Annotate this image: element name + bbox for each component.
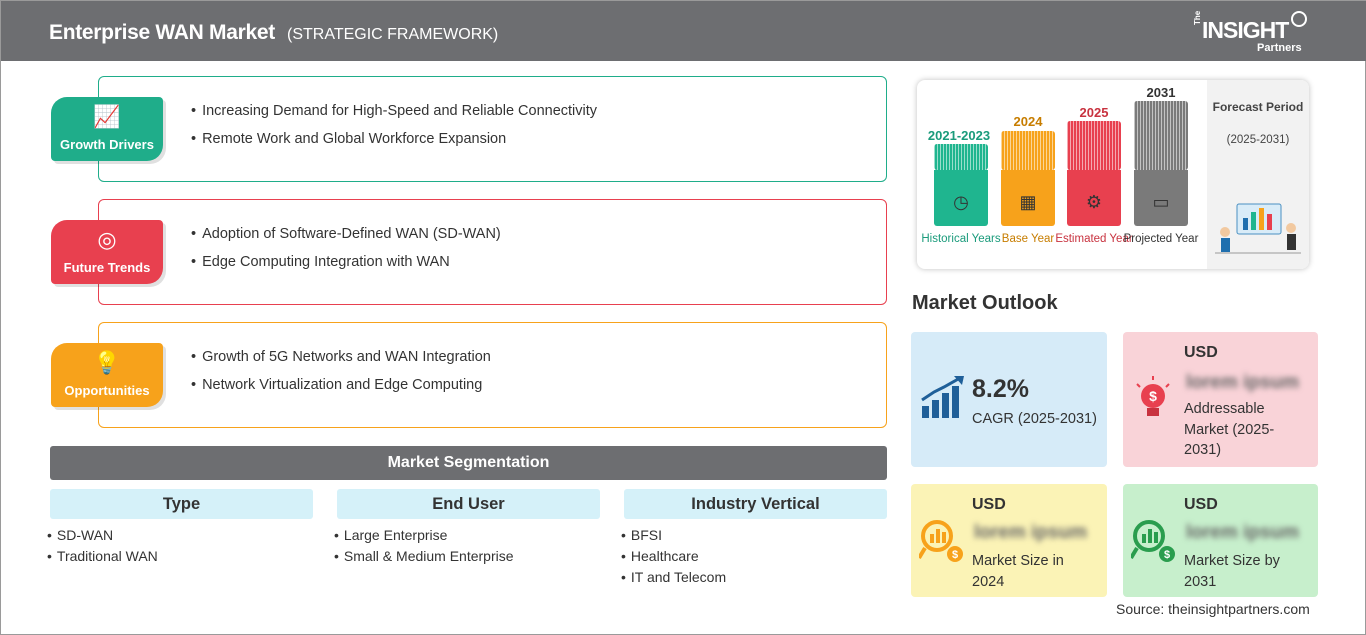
future-trends-card: Adoption of Software-Defined WAN (SD-WAN… — [98, 199, 887, 305]
timeline-caption: Base Year — [1001, 233, 1055, 245]
list-item: Healthcare — [621, 546, 726, 567]
analyst-dashboard-icon — [1215, 203, 1301, 254]
magnifier-coins-icon: $ — [919, 520, 963, 562]
list-item: SD-WAN — [47, 525, 158, 546]
list-item: Traditional WAN — [47, 546, 158, 567]
magnifier-chart-icon: $ — [1131, 520, 1175, 562]
opportunities-card: Growth of 5G Networks and WAN Integratio… — [98, 322, 887, 428]
timeline-year: 2025 — [1079, 105, 1109, 120]
cagr-label: CAGR (2025-2031) — [972, 411, 1097, 427]
currency-label: USD — [1184, 496, 1218, 513]
header-bar: Enterprise WAN Market (STRATEGIC FRAMEWO… — [1, 1, 1366, 61]
addressable-market-box: USD lorem ipsum $ Addressable Market (20… — [1123, 332, 1318, 467]
list-item: Network Virtualization and Edge Computin… — [191, 371, 491, 399]
list-item: Growth of 5G Networks and WAN Integratio… — [191, 343, 491, 371]
timeline-year: 2021-2023 — [927, 128, 991, 143]
market-size-2031-label: Market Size by 2031 — [1184, 553, 1280, 590]
lightbulb-hand-icon: 💡 — [93, 350, 121, 375]
gear-chart-icon: ⚙ — [1085, 192, 1103, 212]
growth-chart-icon — [921, 376, 964, 418]
segment-list-end-user: Large Enterprise Small & Medium Enterpri… — [334, 525, 514, 567]
timeline-caption: Historical Years — [921, 233, 1001, 245]
currency-label: USD — [972, 496, 1006, 513]
market-size-2024-box: USD lorem ipsum $ Market Size in 2024 — [911, 484, 1107, 597]
svg-text:$: $ — [1149, 388, 1157, 404]
list-item: Edge Computing Integration with WAN — [191, 248, 501, 276]
timeline-panel: 2021-2023 ◷ Historical Years 2024 ▦ Base… — [917, 80, 1309, 269]
svg-text:$: $ — [952, 549, 958, 561]
opportunities-badge: 💡 Opportunities — [51, 343, 163, 407]
list-item: IT and Telecom — [621, 567, 726, 588]
page-title: Enterprise WAN Market — [49, 21, 275, 44]
list-item: BFSI — [621, 525, 726, 546]
list-item: Remote Work and Global Workforce Expansi… — [191, 125, 597, 153]
segment-list-industry-vertical: BFSI Healthcare IT and Telecom — [621, 525, 726, 588]
segment-heading-end-user: End User — [337, 489, 600, 519]
market-size-2031-box: USD lorem ipsum $ Market Size by 2031 — [1123, 484, 1318, 597]
blurred-value: lorem ipsum — [1186, 372, 1299, 393]
page-subtitle: (STRATEGIC FRAMEWORK) — [287, 26, 499, 43]
timeline-year: 2024 — [1013, 114, 1043, 129]
growth-drivers-badge: 📈 Growth Drivers — [51, 97, 163, 161]
blurred-value: lorem ipsum — [1186, 522, 1299, 543]
segment-heading-type: Type — [50, 489, 313, 519]
forecast-range: (2025-2031) — [1226, 134, 1290, 146]
segment-list-type: SD-WAN Traditional WAN — [47, 525, 158, 567]
timeline-caption: Projected Year — [1123, 233, 1199, 245]
lightbulb-dollar-icon: $ — [1136, 376, 1170, 416]
forecast-title: Forecast Period — [1212, 100, 1304, 114]
presentation-board-icon: ▭ — [1152, 192, 1170, 212]
svg-text:$: $ — [1164, 549, 1170, 561]
clock-history-icon: ◷ — [953, 192, 969, 212]
list-item: Small & Medium Enterprise — [334, 546, 514, 567]
future-trends-badge: ◎ Future Trends — [51, 220, 163, 284]
segmentation-title: Market Segmentation — [50, 446, 887, 480]
source-note: Source: theinsightpartners.com — [1116, 601, 1310, 617]
bar-chart-arrow-icon: 📈 — [93, 104, 121, 129]
addressable-market-label: Addressable Market (2025-2031) — [1184, 401, 1275, 458]
cagr-box: 8.2% CAGR (2025-2031) — [911, 332, 1107, 467]
timeline-year: 2031 — [1146, 85, 1176, 100]
list-item: Increasing Demand for High-Speed and Rel… — [191, 97, 597, 125]
calendar-icon: ▦ — [1019, 192, 1037, 212]
list-item: Adoption of Software-Defined WAN (SD-WAN… — [191, 220, 501, 248]
timeline-caption: Estimated Year — [1055, 233, 1133, 245]
forecast-period-panel: Forecast Period (2025-2031) — [1207, 80, 1309, 269]
growth-drivers-card: Increasing Demand for High-Speed and Rel… — [98, 76, 887, 182]
segment-heading-industry-vertical: Industry Vertical — [624, 489, 887, 519]
currency-label: USD — [1184, 344, 1218, 361]
list-item: Large Enterprise — [334, 525, 514, 546]
market-outlook-title: Market Outlook — [912, 292, 1058, 314]
target-icon: ◎ — [97, 227, 117, 252]
blurred-value: lorem ipsum — [974, 522, 1087, 543]
cagr-value: 8.2% — [972, 375, 1029, 403]
insight-partners-logo: The INSIGHT Partners — [1193, 11, 1313, 55]
market-size-2024-label: Market Size in 2024 — [972, 553, 1064, 590]
